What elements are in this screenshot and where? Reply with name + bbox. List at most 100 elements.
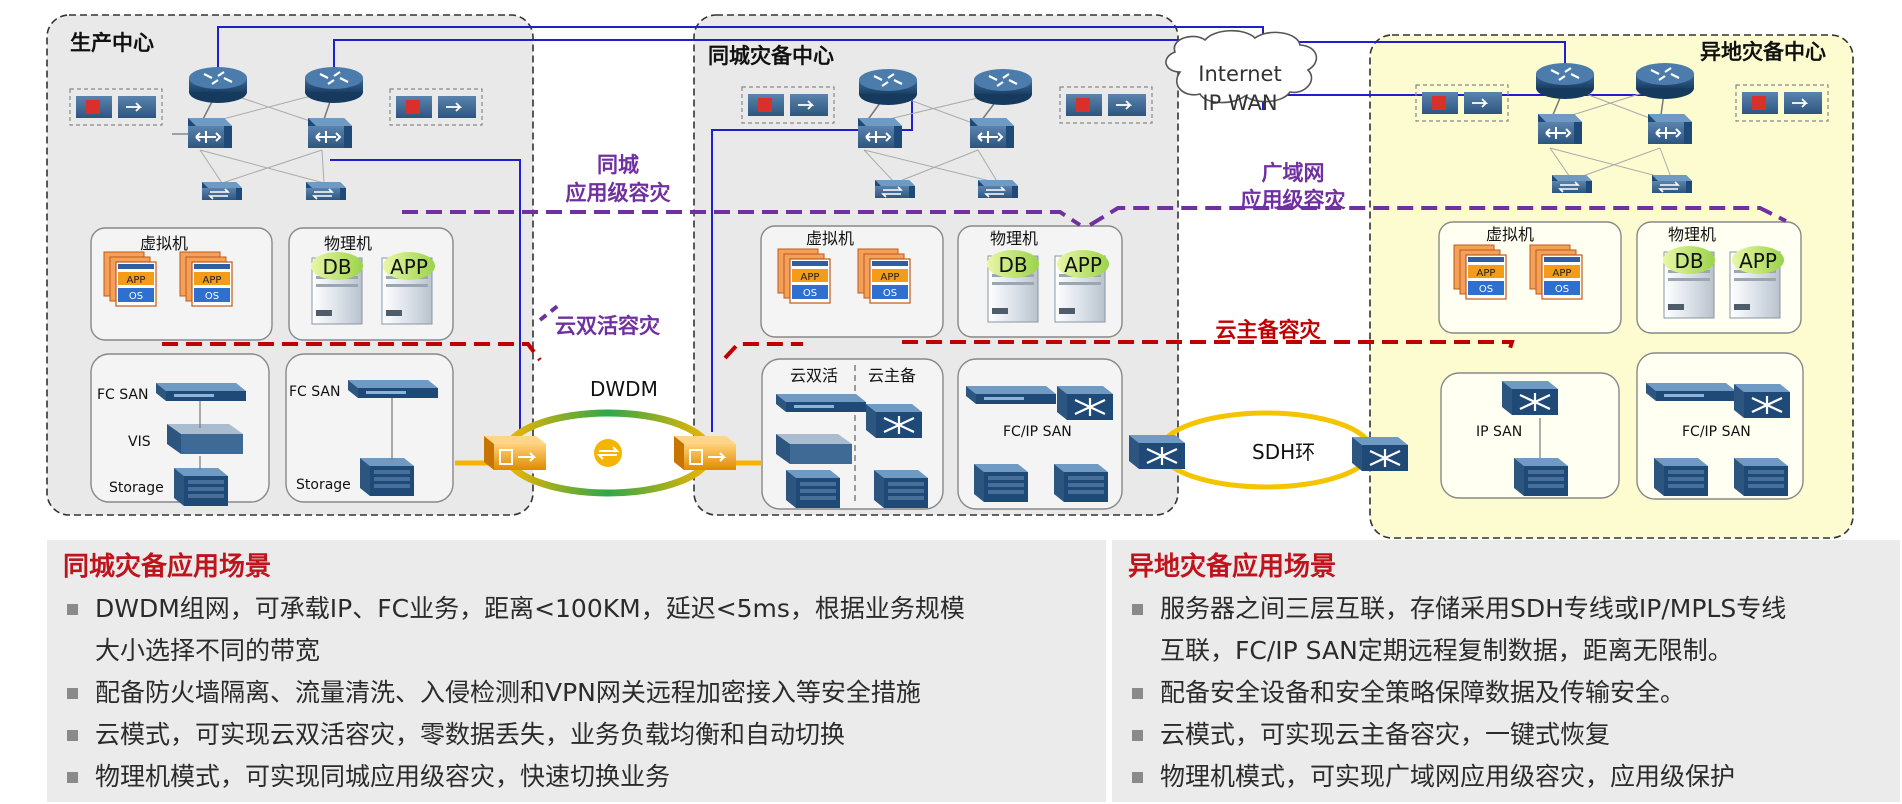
vis-appliance-icon xyxy=(776,434,852,464)
access-switch-icon xyxy=(1651,174,1693,194)
storage-array-icon xyxy=(1514,458,1568,496)
storage-label: Storage xyxy=(296,477,351,493)
ip-switch-icon xyxy=(1500,379,1560,417)
app-level-dr-links xyxy=(402,206,1787,227)
virtual-machine-icon xyxy=(857,248,911,304)
core-switch-icon xyxy=(187,117,233,149)
storage-array-icon xyxy=(874,470,928,508)
db-label: DB xyxy=(322,255,351,279)
ip-switch-icon xyxy=(1055,384,1115,422)
cloud-dr-links xyxy=(162,340,1515,362)
storage-array-icon xyxy=(786,470,840,508)
core-switch-icon xyxy=(969,117,1015,149)
access-switch-icon xyxy=(977,179,1019,199)
fc-san-switch-icon xyxy=(966,386,1056,404)
core-switch-icon xyxy=(307,117,353,149)
virtual-machine-icon xyxy=(777,248,831,304)
db-label: DB xyxy=(1674,249,1703,273)
access-switch-icon xyxy=(1551,174,1593,194)
router-icon xyxy=(972,67,1034,107)
ip-switch-icon xyxy=(864,402,924,440)
storage-array-icon xyxy=(1054,464,1108,502)
physical-label: 物理机 xyxy=(1668,225,1716,244)
list-item: 物理机模式，可实现同城应用级容灾，快速切换业务 xyxy=(63,756,965,798)
sdh-node-icon xyxy=(1127,433,1187,471)
access-switch-icon xyxy=(305,181,347,201)
sdh-node-icon xyxy=(1350,435,1410,473)
vm-label: 虚拟机 xyxy=(806,229,854,248)
city-app-dr-label-2: 应用级容灾 xyxy=(566,181,672,205)
access-switch-icon xyxy=(201,181,243,201)
fcsan-label: FC SAN xyxy=(289,384,340,400)
virtual-machine-icon xyxy=(1453,244,1507,300)
fc-san-switch-icon xyxy=(348,380,438,398)
db-label: DB xyxy=(998,253,1027,277)
app-label: APP xyxy=(390,255,428,279)
app-label: APP xyxy=(1739,249,1777,273)
fc-san-switch-icon xyxy=(1646,383,1736,401)
cloud-as-dr-label: 云主备容灾 xyxy=(1216,318,1322,342)
storage-array-icon xyxy=(1654,458,1708,496)
cloud-aa-dr-label: 云双活容灾 xyxy=(555,314,661,338)
storage-label: Storage xyxy=(109,480,164,496)
list-item: 配备安全设备和安全策略保障数据及传输安全。 xyxy=(1128,672,1786,714)
app-label: APP xyxy=(1064,253,1102,277)
router-icon xyxy=(1534,61,1596,101)
fcip-san-label: FC/IP SAN xyxy=(1003,424,1072,440)
production-network-stack xyxy=(69,65,483,201)
city-app-dr-label-1: 同城 xyxy=(597,153,639,177)
virtual-machine-icon xyxy=(103,251,157,307)
remote-site-title: 异地灾备中心 xyxy=(1700,40,1826,64)
physical-label: 物理机 xyxy=(990,229,1038,248)
list-item: 配备防火墙隔离、流量清洗、入侵检测和VPN网关远程加密接入等安全措施 xyxy=(63,672,965,714)
fc-san-switch-icon xyxy=(776,394,866,412)
access-switch-icon xyxy=(874,179,916,199)
virtual-machine-icon xyxy=(179,251,233,307)
ipwan-label: IP WAN xyxy=(1202,91,1277,115)
production-site-title: 生产中心 xyxy=(70,31,154,55)
dwdm-node-icon xyxy=(483,435,547,471)
storage-array-icon xyxy=(974,464,1028,502)
vis-appliance-icon xyxy=(167,424,243,454)
remote-scenario-panel: 异地灾备应用场景 服务器之间三层互联，存储采用SDH专线或IP/MPLS专线 互… xyxy=(1112,540,1900,802)
active-active-label: 云双活 xyxy=(790,366,838,385)
sdh-label: SDH环 xyxy=(1252,440,1315,464)
wan-app-dr-label-2: 应用级容灾 xyxy=(1241,188,1347,212)
vm-label: 虚拟机 xyxy=(140,234,188,253)
remote-scenario-title: 异地灾备应用场景 xyxy=(1128,552,1337,582)
storage-array-icon xyxy=(174,468,228,506)
list-item: DWDM组网，可承载IP、FC业务，距离<100KM，延迟<5ms，根据业务规模 xyxy=(63,588,965,630)
internet-label: Internet xyxy=(1198,62,1281,86)
dwdm-ring: DWDM xyxy=(455,377,762,497)
remote-network-stack xyxy=(1415,61,1829,194)
list-item: 云模式，可实现云主备容灾，一键式恢复 xyxy=(1128,714,1786,756)
ip-san-box xyxy=(1440,372,1620,499)
storage-array-icon xyxy=(1734,458,1788,496)
fcip-san-label: FC/IP SAN xyxy=(1682,424,1751,440)
same-city-scenario-panel: 同城灾备应用场景 DWDM组网，可承载IP、FC业务，距离<100KM，延迟<5… xyxy=(47,540,1106,802)
same-city-network-stack xyxy=(741,67,1153,199)
fc-san-switch-icon xyxy=(156,383,246,401)
router-icon xyxy=(303,65,365,105)
router-icon xyxy=(187,65,249,105)
list-item: 服务器之间三层互联，存储采用SDH专线或IP/MPLS专线 xyxy=(1128,588,1786,630)
physical-label: 物理机 xyxy=(324,234,372,253)
same-city-scenario-title: 同城灾备应用场景 xyxy=(63,552,272,582)
remote-scenario-list: 服务器之间三层互联，存储采用SDH专线或IP/MPLS专线 互联，FC/IP S… xyxy=(1128,588,1786,798)
virtual-machine-icon xyxy=(1529,244,1583,300)
dr-architecture-diagram: APP OS xyxy=(46,14,1854,539)
vm-label: 虚拟机 xyxy=(1486,225,1534,244)
vis-label: VIS xyxy=(128,434,151,450)
storage-array-icon xyxy=(360,458,414,496)
list-item: 大小选择不同的带宽 xyxy=(95,636,321,665)
list-item: 云模式，可实现云双活容灾，零数据丢失，业务负载均衡和自动切换 xyxy=(63,714,965,756)
router-icon xyxy=(857,67,919,107)
dwdm-label: DWDM xyxy=(590,377,658,401)
same-city-site-title: 同城灾备中心 xyxy=(708,44,834,68)
sdh-ring: SDH环 xyxy=(1127,410,1410,490)
dwdm-node-icon xyxy=(673,435,737,471)
same-city-scenario-list: DWDM组网，可承载IP、FC业务，距离<100KM，延迟<5ms，根据业务规模… xyxy=(63,588,965,798)
ip-switch-icon xyxy=(1732,382,1792,420)
wan-app-dr-label-1: 广域网 xyxy=(1262,161,1325,185)
list-item: 互联，FC/IP SAN定期远程复制数据，距离无限制。 xyxy=(1160,636,1733,665)
